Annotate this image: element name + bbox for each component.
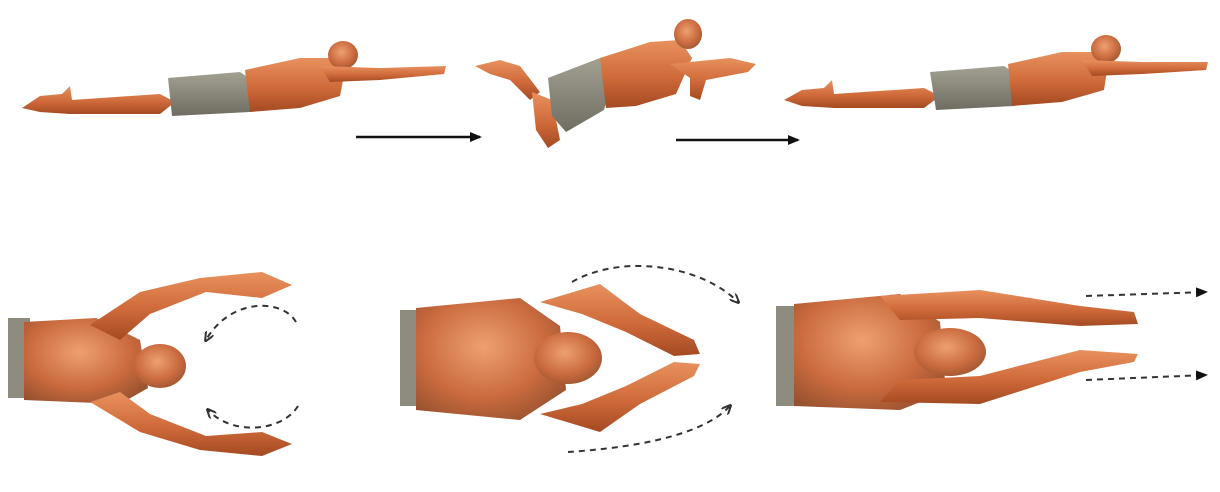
top-swimmer-glide [776, 290, 1138, 410]
side-swimmer-glide-2 [784, 35, 1208, 110]
motion-arrow-glide-bottom [1086, 375, 1206, 380]
motion-arrow-sweep-bottom [208, 406, 298, 428]
motion-arrow-glide-top [1086, 292, 1206, 296]
side-swimmer-kick [475, 19, 756, 148]
side-swimmer-glide-1 [22, 41, 446, 116]
top-swimmer-recover [400, 284, 700, 432]
motion-arrow-sweep-top [206, 306, 296, 340]
